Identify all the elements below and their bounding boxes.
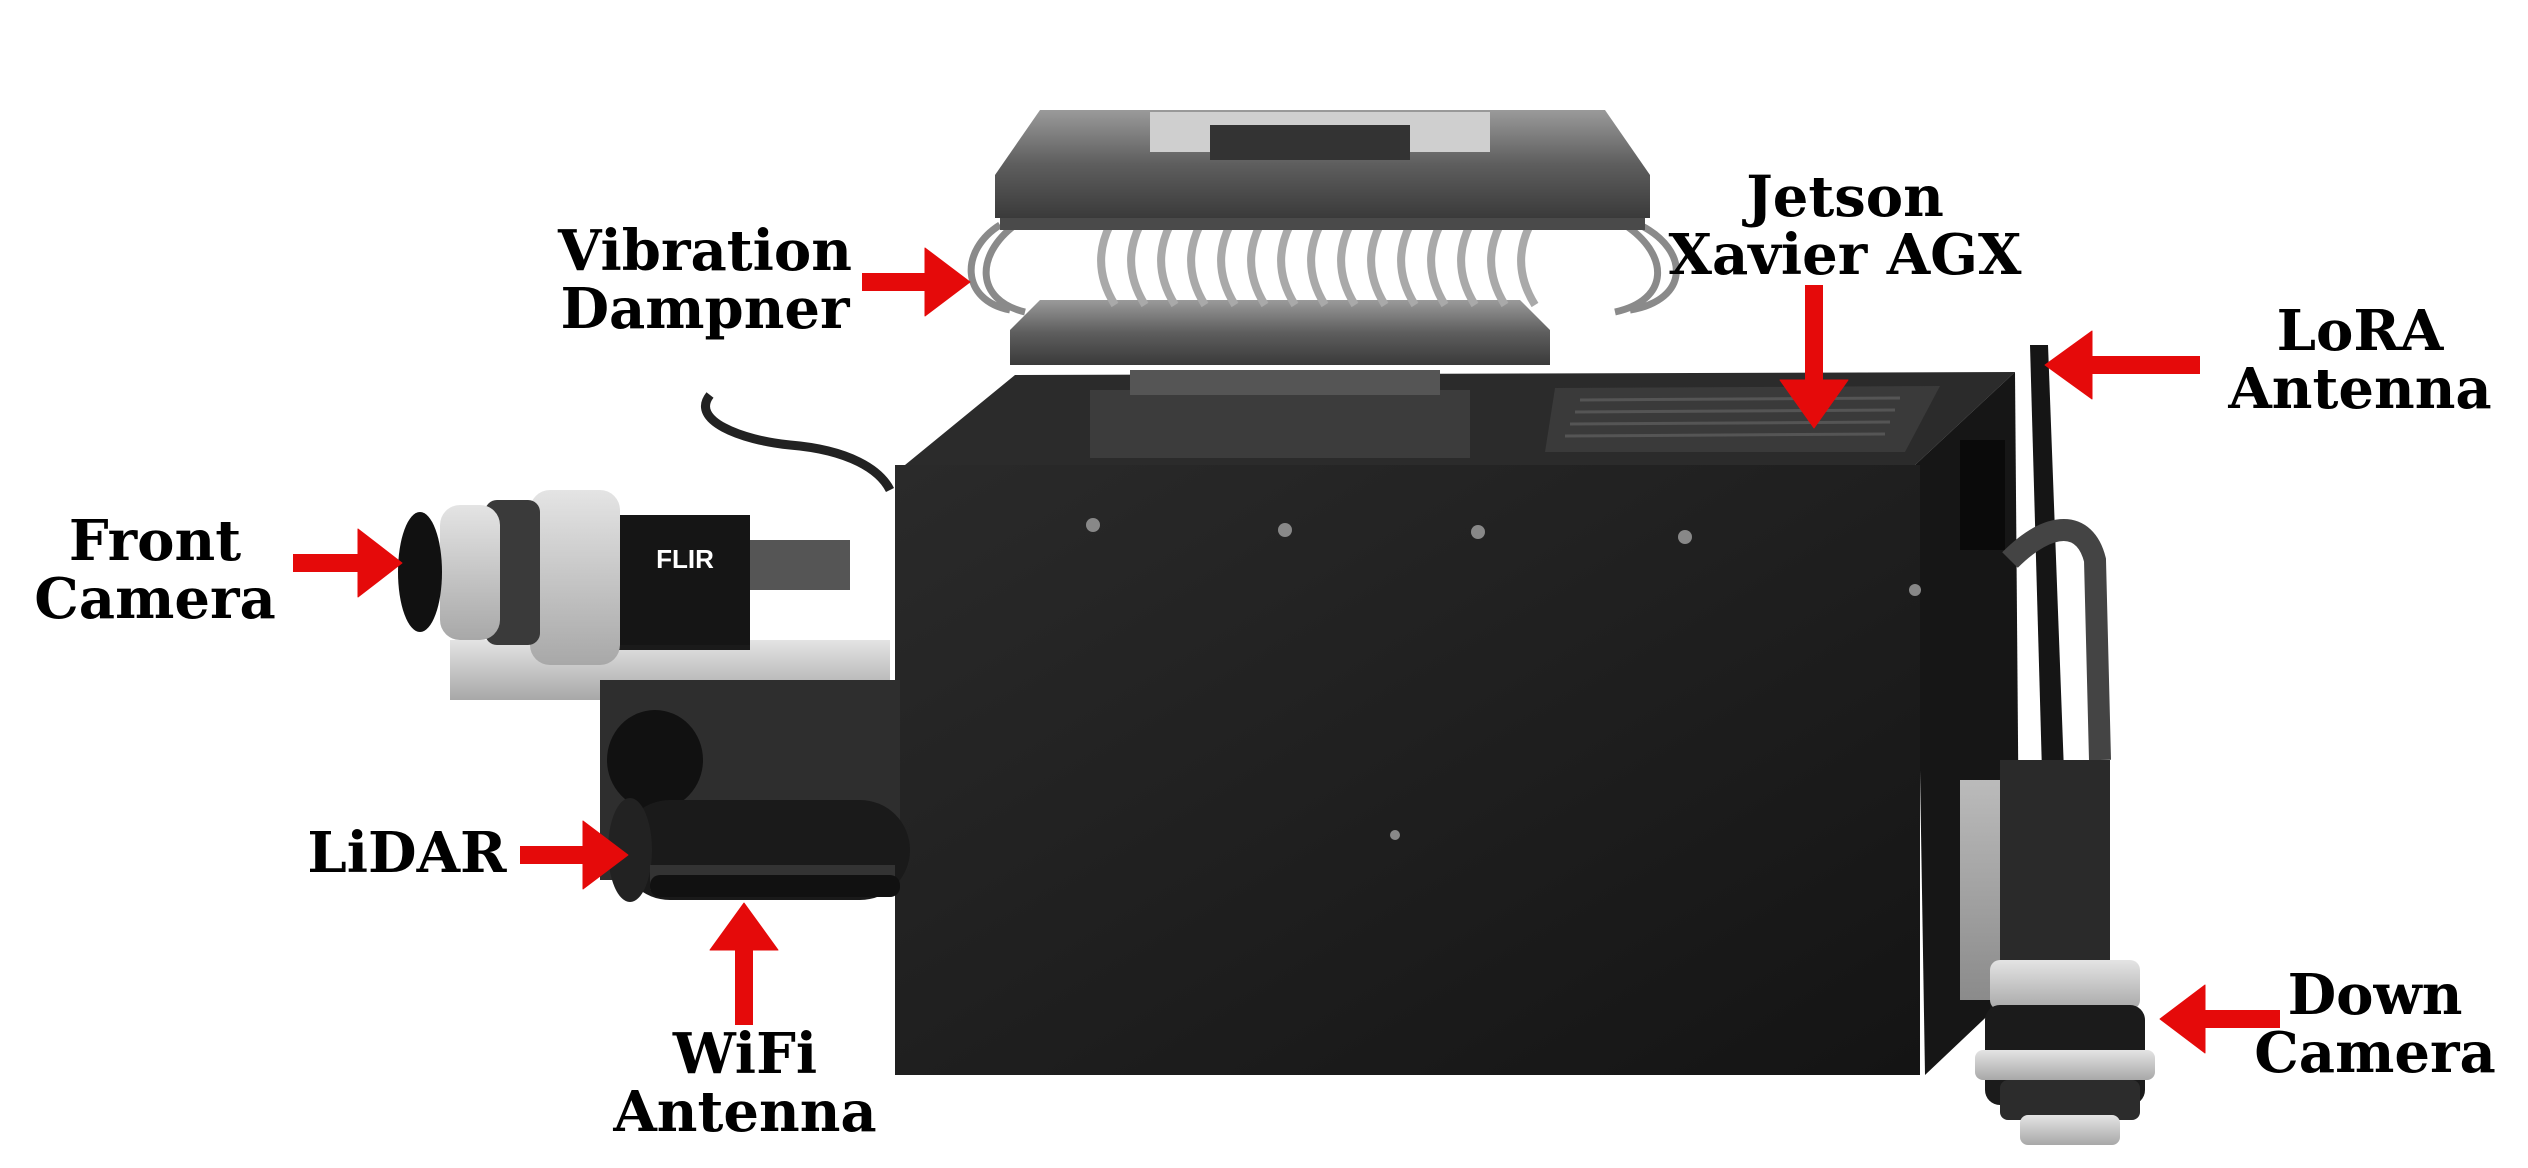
arrow-down-camera [2159, 984, 2280, 1054]
label-line: Vibration [558, 218, 852, 284]
label-vibration-dampner: Vibration Dampner [545, 222, 865, 338]
enclosure-screws [1086, 518, 1921, 840]
label-line: Dampner [560, 276, 850, 342]
arrow-jetson [1779, 285, 1849, 429]
label-line: LoRA [2276, 298, 2444, 364]
label-line: Camera [2254, 1020, 2496, 1086]
vibration-dampner [967, 110, 1680, 458]
label-lora-antenna: LoRA Antenna [2215, 302, 2505, 418]
flir-logo: FLIR [656, 544, 714, 574]
label-jetson: Jetson Xavier AGX [1665, 168, 2025, 284]
label-line: Front [68, 508, 242, 574]
label-line: Xavier AGX [1668, 222, 2022, 288]
front-camera: FLIR [398, 392, 895, 700]
label-front-camera: Front Camera [20, 512, 290, 628]
arrow-lidar [520, 820, 629, 890]
lidar-unit [600, 680, 910, 902]
arrow-wifi-antenna [709, 902, 779, 1025]
label-down-camera: Down Camera [2230, 966, 2520, 1082]
label-line: LiDAR [307, 820, 507, 886]
label-lidar: LiDAR [302, 824, 512, 882]
label-line: Antenna [2228, 356, 2492, 422]
down-camera [1960, 519, 2155, 1145]
label-wifi-antenna: WiFi Antenna [600, 1025, 890, 1141]
label-line: WiFi [672, 1021, 818, 1087]
label-line: Antenna [613, 1079, 877, 1145]
wifi-antenna [650, 875, 900, 897]
arrow-lora-antenna [2044, 330, 2200, 400]
label-line: Camera [34, 566, 276, 632]
arrow-vibration-dampner [862, 247, 971, 317]
label-line: Down [2287, 962, 2463, 1028]
arrow-front-camera [293, 528, 403, 598]
label-line: Jetson [1746, 164, 1944, 230]
main-enclosure [895, 372, 2020, 1075]
